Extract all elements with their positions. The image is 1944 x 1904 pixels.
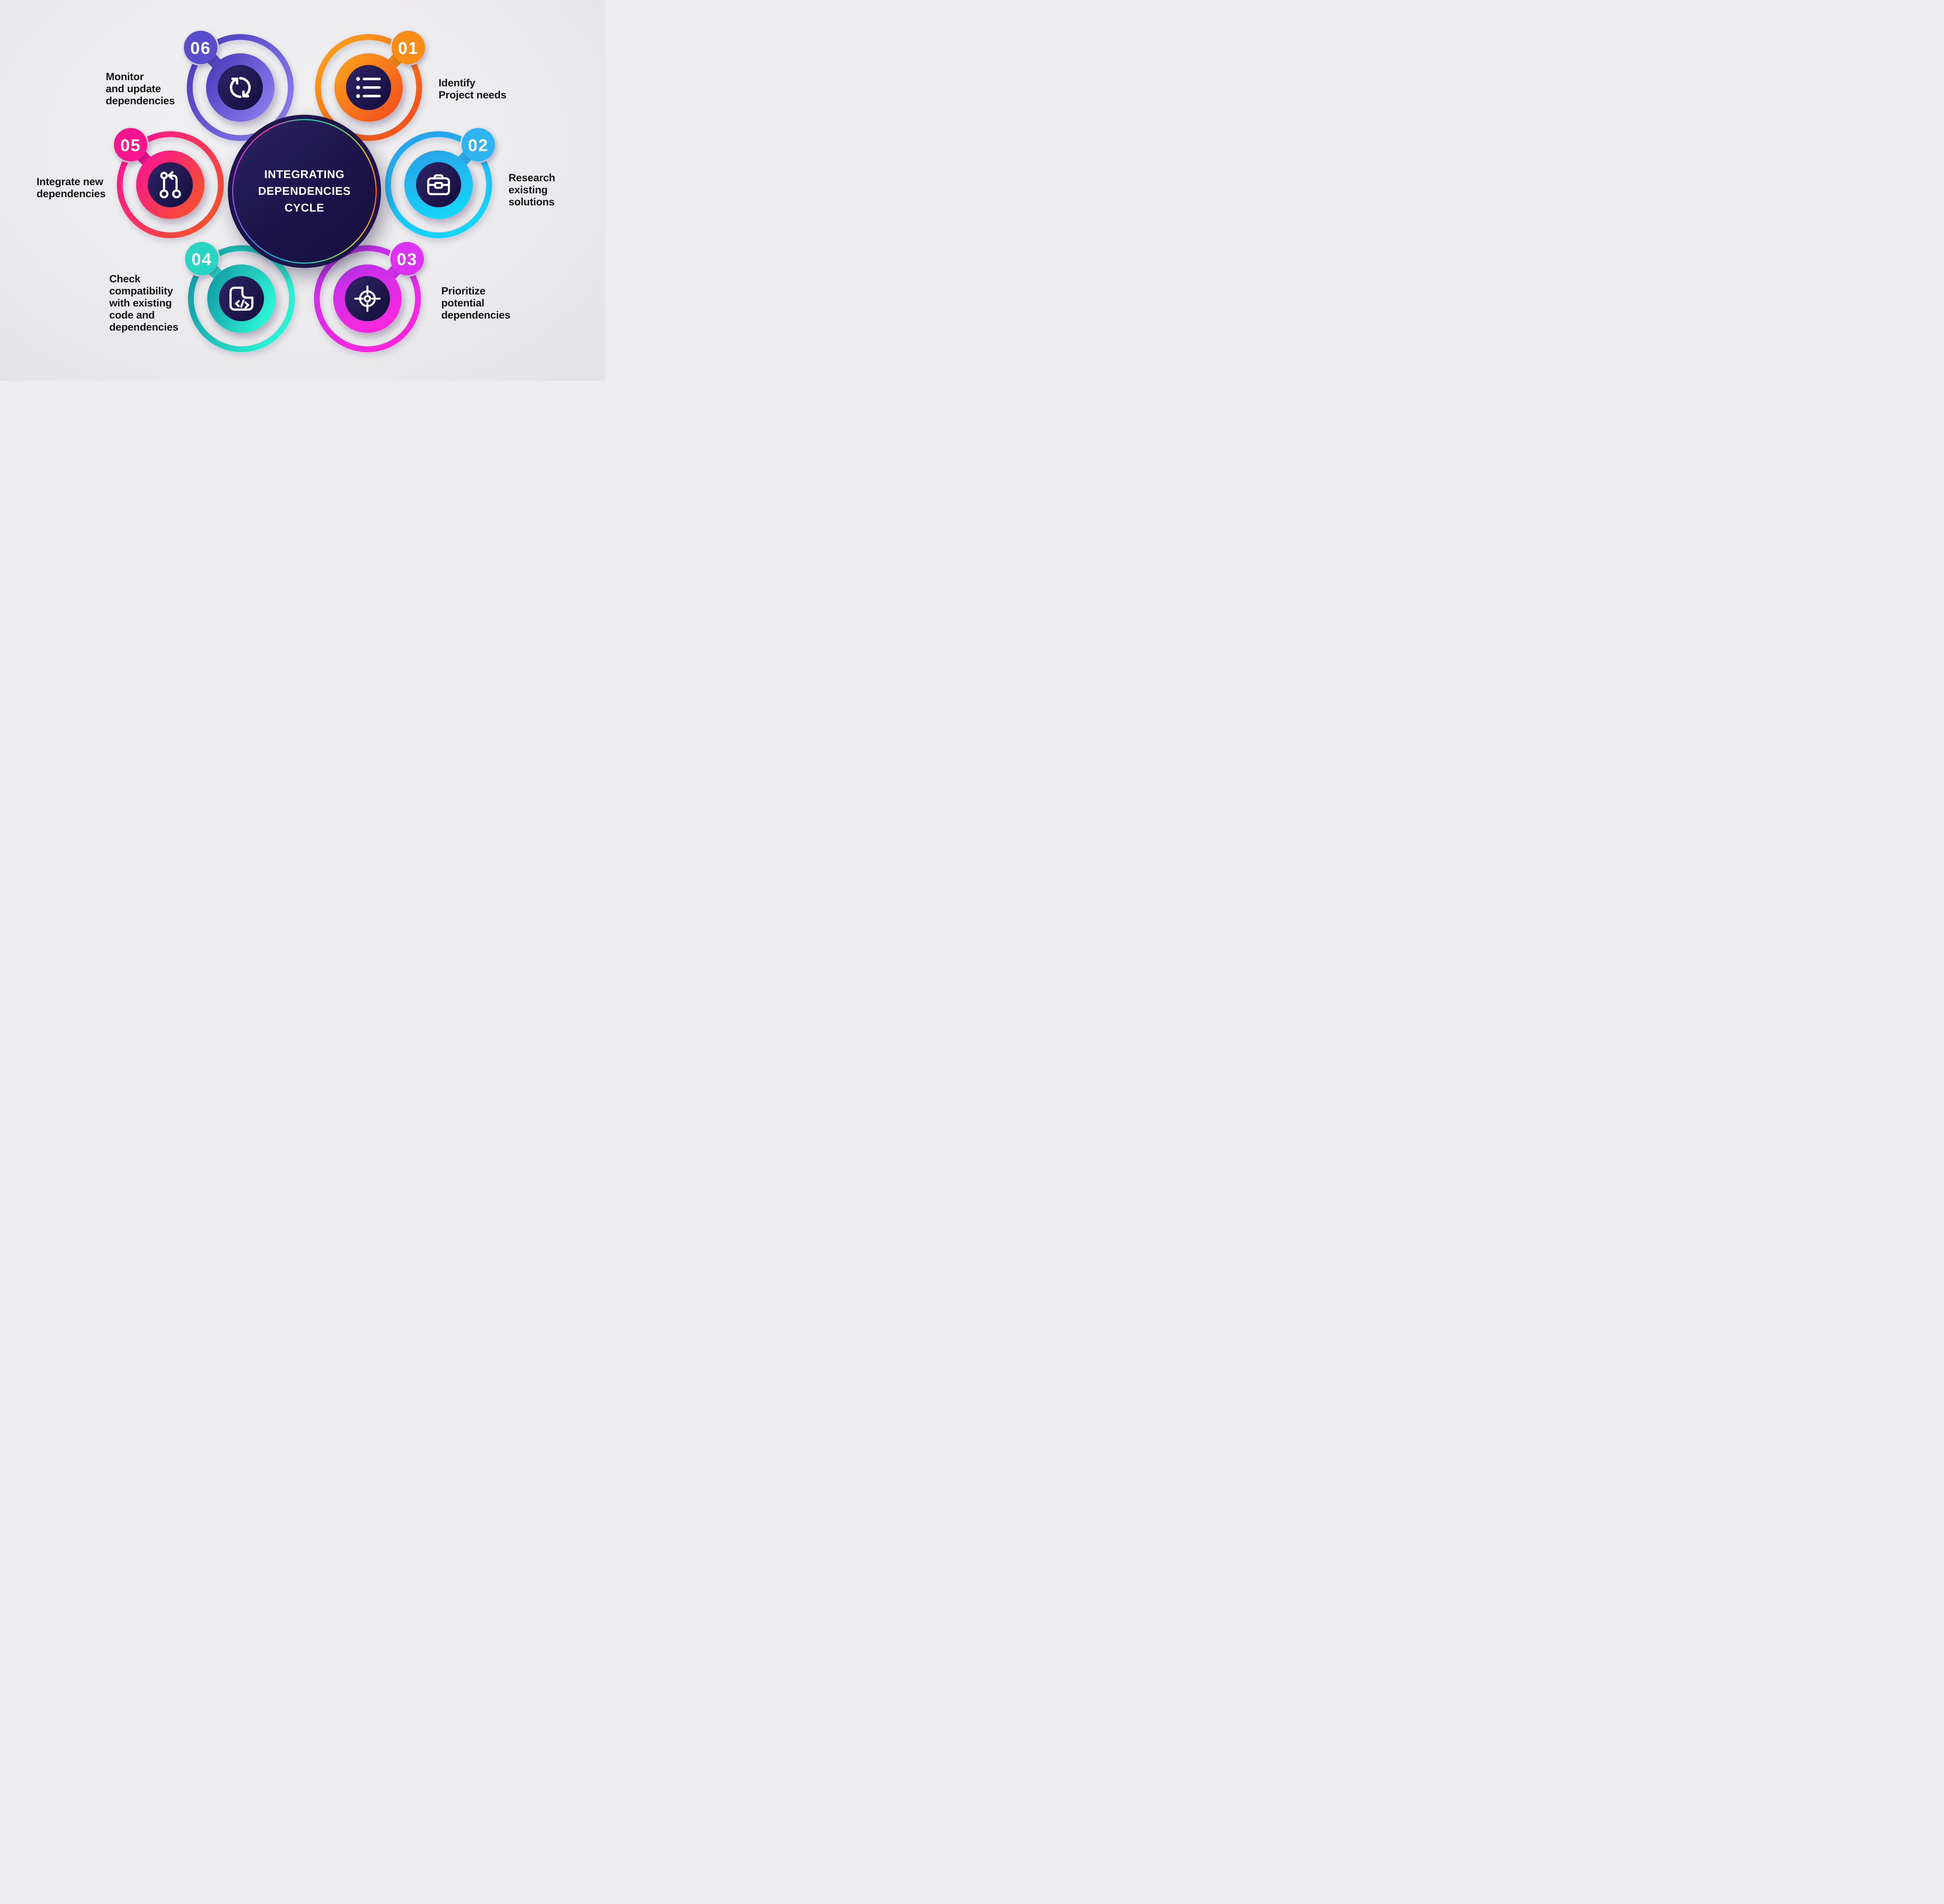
label-line: Prioritize <box>441 285 486 297</box>
label-line: and update <box>106 83 161 94</box>
step-05-number: 05 <box>121 136 141 155</box>
step-03-outer-ring <box>314 245 421 352</box>
step-04-number: 04 <box>192 250 212 269</box>
step-03-number: 03 <box>397 250 418 269</box>
infographic-canvas: 01 02 03 <box>0 0 605 381</box>
label-line: Research <box>509 172 555 184</box>
label-line: with existing <box>109 297 172 309</box>
step-03-label: Prioritize potential dependencies <box>441 285 510 321</box>
step-02-number: 02 <box>468 136 489 155</box>
step-05-node: 05 <box>112 126 224 238</box>
step-02-badge <box>462 128 495 161</box>
step-06-icon-circle <box>218 65 263 110</box>
step-04-node: 04 <box>184 240 295 352</box>
step-06-number: 06 <box>191 39 211 58</box>
step-05-outer-ring <box>117 131 224 238</box>
code-file-icon <box>229 287 253 311</box>
label-line: dependencies <box>441 309 510 321</box>
briefcase-icon <box>427 174 450 195</box>
step-05-icon-circle <box>148 162 193 207</box>
step-01-number: 01 <box>398 39 419 58</box>
label-line: potential <box>441 297 484 309</box>
step-03-badge <box>390 242 424 275</box>
label-line: existing <box>509 184 548 196</box>
step-04-outer-ring <box>188 245 295 352</box>
center-core: INTEGRATING DEPENDENCIES CYCLE <box>233 120 376 262</box>
step-01-node: 01 <box>315 29 427 141</box>
label-line: Check <box>109 273 141 285</box>
step-05-badge <box>114 128 147 161</box>
label-line: Integrate new <box>37 176 103 187</box>
step-02-outer-ring <box>385 131 492 238</box>
step-04-badge <box>185 242 219 275</box>
git-branch-icon <box>159 171 181 198</box>
sync-icon <box>230 77 251 98</box>
center-gradient-rim: INTEGRATING DEPENDENCIES CYCLE <box>232 119 377 264</box>
label-line: code and <box>109 309 155 321</box>
step-06-node: 06 <box>182 29 294 141</box>
step-01-badge <box>392 31 425 64</box>
diagram-svg: 01 02 03 <box>112 29 496 352</box>
step-04-label: Check compatibility with existing code a… <box>109 273 178 333</box>
label-line: dependencies <box>109 321 178 333</box>
step-01-outer-ring <box>315 34 422 141</box>
label-line: Identify <box>439 77 476 89</box>
step-03-icon-circle <box>345 276 390 321</box>
step-04-icon-circle <box>219 276 264 321</box>
step-06-badge <box>184 31 217 64</box>
label-line: compatibility <box>109 285 173 297</box>
step-02-icon-circle <box>416 162 461 207</box>
diagram-title: INTEGRATING DEPENDENCIES CYCLE <box>258 168 351 214</box>
step-02-node: 02 <box>385 126 496 238</box>
label-line: Monitor <box>106 71 144 82</box>
step-02-label: Research existing solutions <box>509 172 555 208</box>
target-icon <box>354 285 381 312</box>
label-line: dependencies <box>106 95 175 107</box>
label-line: solutions <box>509 196 555 208</box>
label-line: dependencies <box>37 188 106 200</box>
step-05-label: Integrate new dependencies <box>37 176 106 200</box>
center-circle: INTEGRATING DEPENDENCIES CYCLE <box>228 115 381 268</box>
step-03-node: 03 <box>314 240 425 352</box>
list-icon <box>356 77 381 98</box>
step-06-outer-ring <box>187 34 294 141</box>
step-01-label: Identify Project needs <box>439 77 507 101</box>
label-line: Project needs <box>439 89 507 101</box>
step-06-label: Monitor and update dependencies <box>106 71 175 107</box>
